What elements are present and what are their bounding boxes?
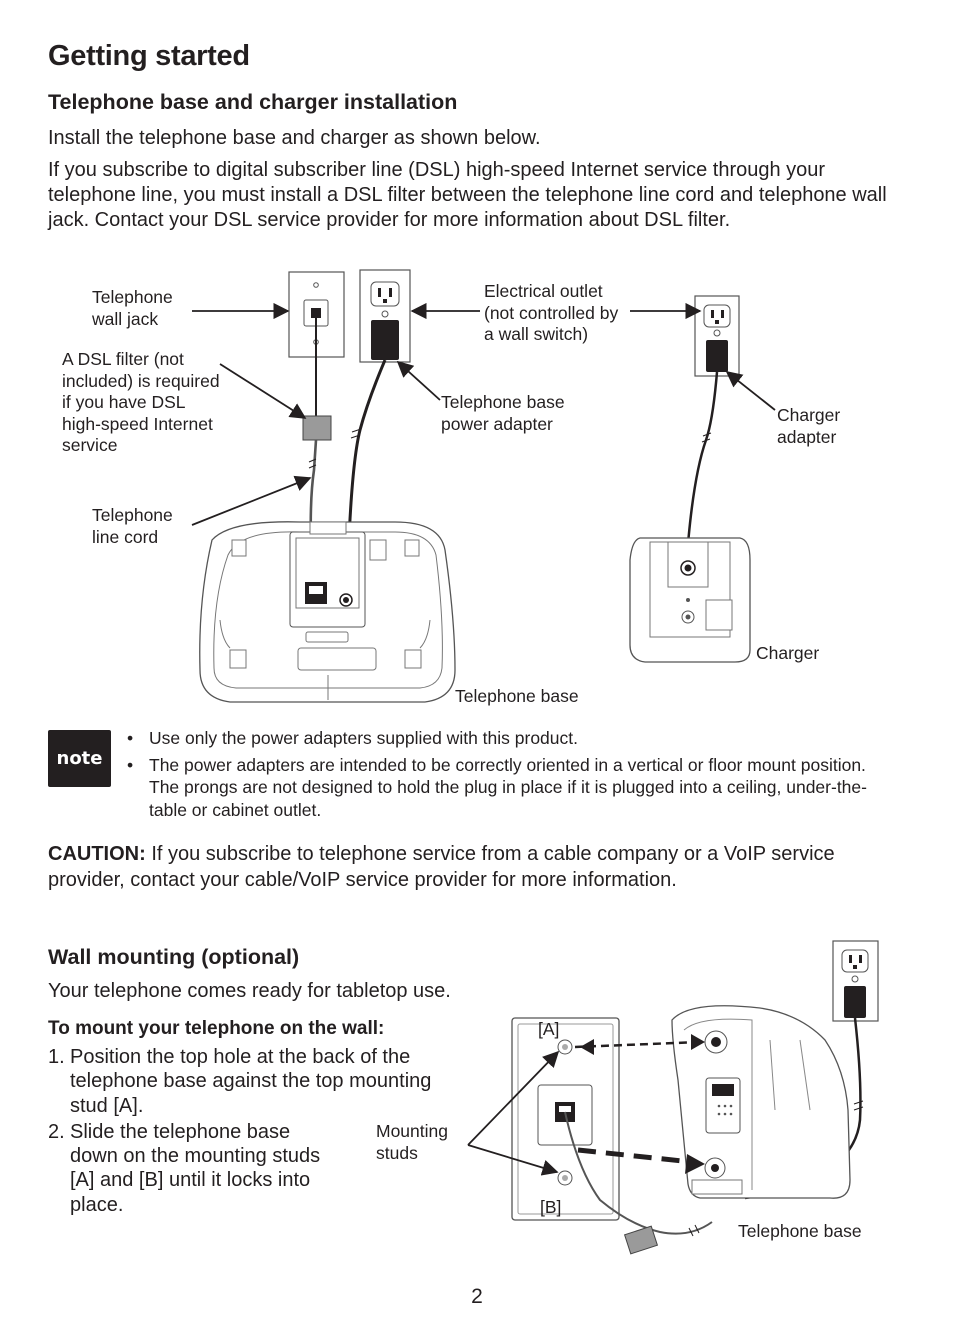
step-item: 1.Position the top hole at the back of t… [48, 1046, 432, 1117]
caution-paragraph: CAUTION: If you subscribe to telephone s… [48, 842, 898, 893]
step-item: 2.Slide the telephone base down on the m… [48, 1120, 321, 1216]
dsl-filter-arrow [219, 363, 307, 419]
steps-title: To mount your telephone on the wall: [48, 1018, 385, 1039]
wall-plate-illustration [511, 1017, 620, 1221]
charger-adapter-arrow [725, 370, 776, 411]
installation-intro: Install the telephone base and charger a… [48, 127, 541, 149]
section-heading-installation: Telephone base and charger installation [48, 90, 458, 114]
label-wall-jack: Telephone wall jack [92, 287, 173, 329]
note-badge: note [48, 730, 111, 787]
mounting-stud-a-arrow [467, 1050, 560, 1146]
label-electrical-outlet: Electrical outlet (not controlled by a w… [484, 281, 619, 344]
section-heading-wall-mounting: Wall mounting (optional) [48, 945, 300, 969]
wall-mounting-intro: Your telephone comes ready for tabletop … [48, 980, 451, 1002]
caution-text: If you subscribe to telephone service fr… [48, 843, 835, 891]
stud-b-dashed-arrow [577, 1147, 693, 1165]
label-dsl-filter: A DSL filter (not included) is required … [62, 349, 220, 455]
charger-illustration [629, 537, 751, 663]
power-adapter-arrow [396, 360, 441, 401]
label-stud-a: [A] [538, 1019, 560, 1039]
label-charger: Charger [756, 643, 820, 663]
note-item: Use only the power adapters supplied wit… [127, 727, 897, 750]
electrical-outlet-illustration [359, 269, 411, 363]
label-line-cord: Telephone line cord [92, 505, 173, 547]
line-cord-arrow [191, 475, 312, 526]
note-item: The power adapters are intended to be co… [127, 754, 897, 822]
note-list: Use only the power adapters supplied wit… [127, 727, 897, 825]
wall-mount-base-illustration [671, 1005, 851, 1199]
label-telephone-base: Telephone base [455, 686, 579, 706]
caution-label: CAUTION: [48, 843, 146, 865]
label-base-power-adapter: Telephone base power adapter [441, 392, 565, 434]
page-title: Getting started [48, 40, 250, 72]
label-stud-b: [B] [540, 1197, 562, 1217]
charger-outlet-illustration [694, 295, 740, 377]
stud-a-dashed-arrow [574, 1040, 701, 1049]
label-mounting-studs: Mounting studs [376, 1121, 448, 1163]
label-wall-mount-telephone-base: Telephone base [738, 1221, 862, 1241]
steps-list: 1.Position the top hole at the back of t… [48, 1045, 468, 1219]
mounting-stud-b-arrow [467, 1144, 559, 1176]
dsl-paragraph: If you subscribe to digital subscriber l… [48, 159, 887, 231]
label-charger-adapter: Charger adapter [777, 405, 841, 447]
page-number: 2 [471, 1285, 483, 1308]
wall-mount-outlet-illustration [832, 940, 879, 1022]
telephone-base-illustration [199, 521, 456, 703]
